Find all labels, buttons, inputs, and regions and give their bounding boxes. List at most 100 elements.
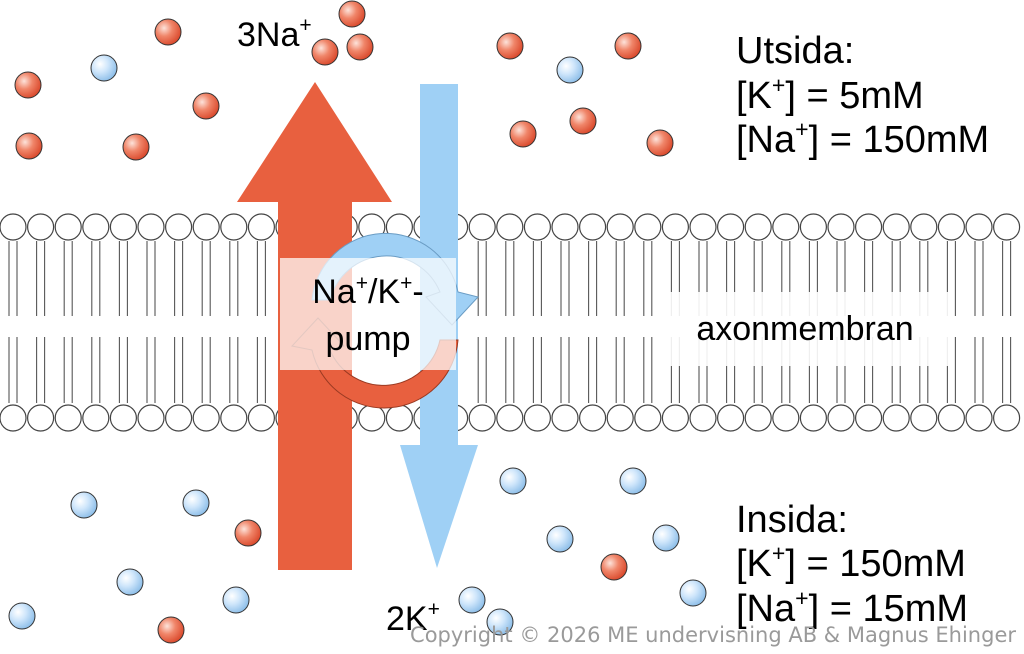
lipid-head <box>606 213 634 241</box>
sodium-ion <box>122 133 150 161</box>
sodium-ion <box>311 38 339 66</box>
sodium-ion <box>509 120 537 148</box>
sodium-ion <box>569 107 597 135</box>
potassium-ion <box>90 54 118 82</box>
sodium-ion <box>15 132 43 160</box>
potassium-ion <box>679 579 707 607</box>
lipid-head <box>854 213 883 241</box>
lipid-head <box>220 213 248 241</box>
lipid-head <box>578 213 607 241</box>
lipid-head <box>0 213 27 241</box>
lipid-head <box>744 404 772 432</box>
pump-label-line1: Na+/K+- <box>312 272 423 311</box>
lipid-head <box>772 404 800 432</box>
lipid-head <box>385 404 413 432</box>
potassium-ion <box>546 525 574 553</box>
lipid-head <box>247 213 275 241</box>
lipid-head <box>689 404 717 432</box>
sodium-flow-label: 3Na+ <box>237 14 312 54</box>
sodium-ion <box>154 18 182 46</box>
lipid-head <box>578 404 607 432</box>
inside-na-concentration: [Na+] = 15mM <box>736 585 968 630</box>
lipid-head <box>910 404 938 432</box>
sodium-ion <box>614 32 642 60</box>
outside-na-concentration: [Na+] = 150mM <box>736 116 989 161</box>
lipid-head <box>799 404 828 432</box>
sodium-ion <box>646 129 674 157</box>
lipid-head <box>551 213 579 241</box>
lipid-head <box>992 404 1021 432</box>
lipid-head <box>109 404 138 432</box>
lipid-head <box>468 213 496 241</box>
lipid-head <box>26 213 55 241</box>
outside-k-concentration: [K+] = 5mM <box>736 72 924 117</box>
lipid-head <box>689 213 717 241</box>
inside-k-concentration: [K+] = 150mM <box>736 540 966 585</box>
lipid-head <box>54 213 82 241</box>
lipid-head <box>937 404 966 432</box>
lipid-head <box>772 213 800 241</box>
membrane-label: axonmembran <box>696 310 913 348</box>
lipid-head <box>854 404 883 432</box>
pump-label-backdrop <box>280 258 456 370</box>
copyright-watermark: Copyright © 2026 ME undervisning AB & Ma… <box>410 623 1016 647</box>
lipid-head <box>0 404 27 432</box>
lipid-head <box>247 404 275 432</box>
lipid-head <box>827 404 855 432</box>
lipid-head <box>551 404 579 432</box>
ion-particles <box>8 0 707 644</box>
lipid-head <box>661 404 690 432</box>
lipid-head <box>882 213 910 241</box>
sodium-ion <box>192 92 220 120</box>
lipid-head <box>82 404 110 432</box>
lipid-head <box>992 213 1021 241</box>
sodium-ion <box>234 519 262 547</box>
lipid-head <box>165 213 193 241</box>
lipid-head <box>716 404 745 432</box>
sodium-ion <box>338 0 366 28</box>
lipid-head <box>26 404 55 432</box>
sodium-ion <box>600 553 628 581</box>
lipid-head <box>523 404 552 432</box>
lipid-head <box>192 213 220 241</box>
membrane-label-backdrop <box>660 292 950 366</box>
potassium-ion <box>70 491 98 519</box>
lipid-head <box>192 404 220 432</box>
potassium-ion <box>486 608 514 636</box>
sodium-ion <box>14 71 42 99</box>
sodium-ion <box>157 616 185 644</box>
lipid-head <box>523 213 552 241</box>
sodium-ion <box>496 32 524 60</box>
potassium-ion <box>222 586 250 614</box>
lipid-head <box>910 213 938 241</box>
potassium-ion <box>499 467 527 495</box>
inside-title: Insida: <box>736 499 848 541</box>
lipid-head <box>965 404 993 432</box>
outside-title: Utsida: <box>736 30 854 72</box>
lipid-head <box>496 213 524 241</box>
lipid-head <box>634 404 662 432</box>
potassium-ion <box>619 467 647 495</box>
pump-label-line2: pump <box>325 320 410 358</box>
lipid-head <box>496 404 524 432</box>
lipid-head <box>468 404 496 432</box>
lipid-head <box>827 213 855 241</box>
potassium-ion <box>116 568 144 596</box>
potassium-ion <box>8 602 36 630</box>
lipid-head <box>137 404 165 432</box>
lipid-head <box>716 213 745 241</box>
potassium-ion <box>458 586 486 614</box>
potassium-ion <box>182 489 210 517</box>
lipid-head <box>882 404 910 432</box>
sodium-ion <box>346 33 374 61</box>
potassium-flow-label: 2K+ <box>386 598 440 638</box>
lipid-head <box>220 404 248 432</box>
lipid-head <box>799 213 828 241</box>
lipid-head <box>634 213 662 241</box>
lipid-head <box>137 213 165 241</box>
lipid-head <box>109 213 138 241</box>
potassium-ion <box>556 56 584 84</box>
lipid-head <box>744 213 772 241</box>
